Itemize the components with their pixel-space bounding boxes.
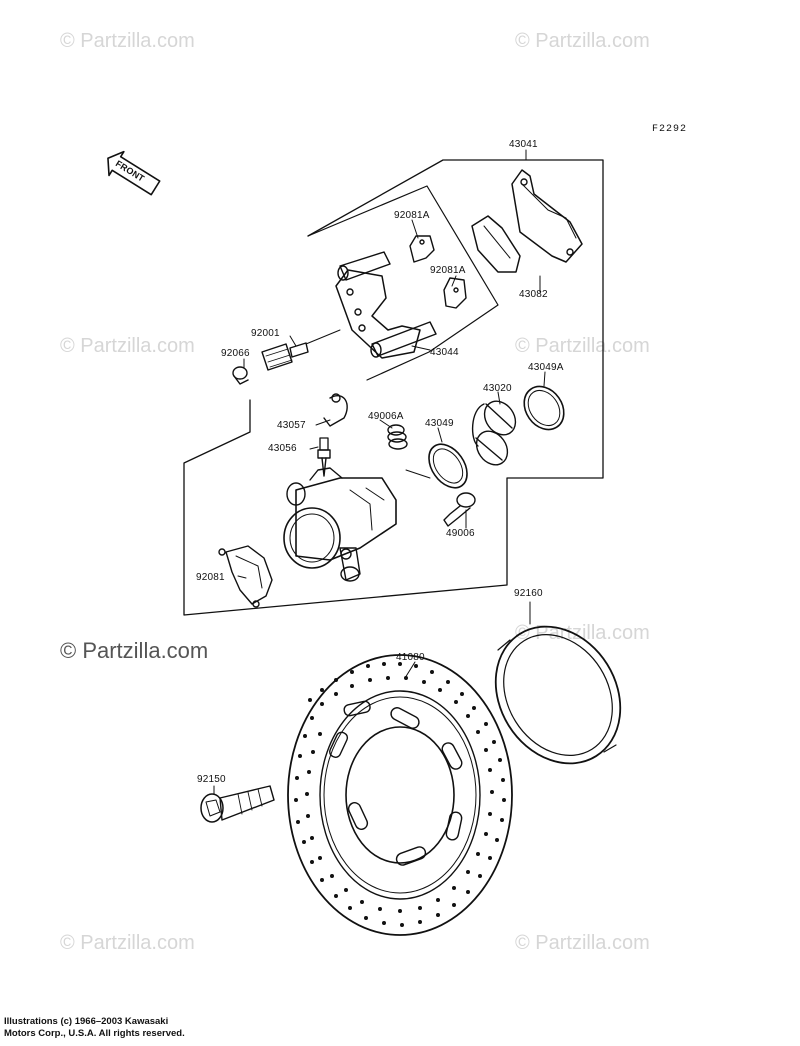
brake-pad-assembly [471,169,583,273]
part-label-43044[interactable]: 43044 [430,347,459,358]
watermark: © Partzilla.com [515,932,650,954]
part-label-49006[interactable]: 49006 [446,528,475,539]
part-label-92160[interactable]: 92160 [514,588,543,599]
bolt-cap [232,366,249,385]
watermark: © Partzilla.com [515,335,650,357]
pad-spring-mid [443,277,467,309]
disc-bolt [200,785,275,823]
pad-retainer [218,545,273,608]
bleeder-valve [317,437,331,477]
pad-spring-top [409,235,435,263]
pin-bolt [261,342,309,371]
part-label-92150[interactable]: 92150 [197,774,226,785]
part-label-43056[interactable]: 43056 [268,443,297,454]
watermark: © Partzilla.com [60,30,195,52]
piston-seal-43049 [428,443,468,489]
watermark: © Partzilla.com [60,932,195,954]
assembly-outline [183,159,604,616]
part-label-43082[interactable]: 43082 [519,289,548,300]
part-label-92001[interactable]: 92001 [251,328,280,339]
part-label-92081A-top[interactable]: 92081A [394,210,430,221]
copyright-line-2: Motors Corp., U.S.A. All rights reserved… [4,1028,185,1039]
leader-lines [213,149,546,795]
watermark: © Partzilla.com [515,30,650,52]
part-label-92081A-mid[interactable]: 92081A [430,265,466,276]
brake-disc [287,654,513,936]
disc-holes [294,662,506,927]
watermark: © Partzilla.com [60,638,209,663]
part-label-43049[interactable]: 43049 [425,418,454,429]
dust-seal-43049A [523,385,565,431]
caliper-bracket [335,251,437,359]
bleeder-cap [323,393,348,427]
watermark: © Partzilla.com [515,622,650,644]
diagram-code: F2292 [652,124,688,135]
watermark: © Partzilla.com [60,335,195,357]
part-label-43057[interactable]: 43057 [277,420,306,431]
part-label-43020[interactable]: 43020 [483,383,512,394]
carrier-outline [307,185,499,381]
part-label-43041[interactable]: 43041 [509,139,538,150]
part-label-41080[interactable]: 41080 [396,652,425,663]
slide-pin [443,492,476,527]
spring [387,424,408,450]
copyright-footer: Illustrations (c) 1966–2003 Kawasaki Mot… [4,1016,185,1040]
front-arrow-icon [107,150,161,196]
part-label-49006A[interactable]: 49006A [368,411,404,422]
piston [471,400,517,466]
part-label-92081[interactable]: 92081 [196,572,225,583]
part-label-92066[interactable]: 92066 [221,348,250,359]
copyright-line-1: Illustrations (c) 1966–2003 Kawasaki [4,1016,169,1027]
part-label-43049A[interactable]: 43049A [528,362,564,373]
dust-cover-ring [494,625,622,765]
caliper-body [283,467,397,582]
